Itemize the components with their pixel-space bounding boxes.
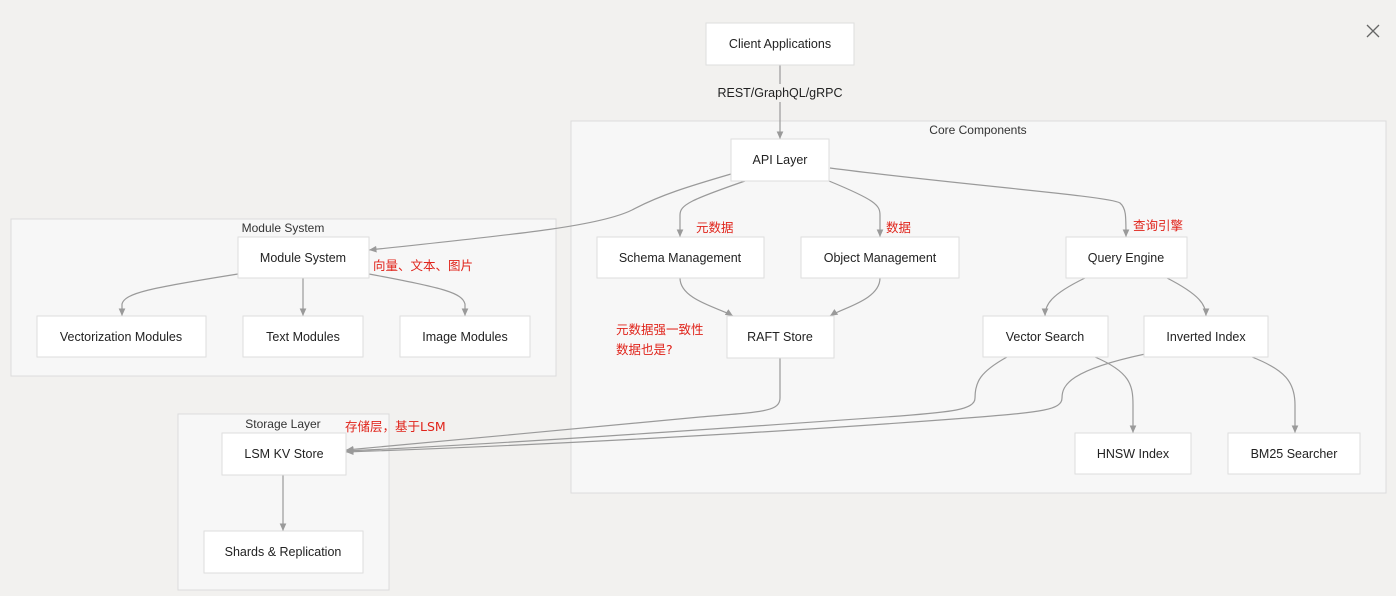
- node-module-system[interactable]: Module System: [237, 236, 370, 279]
- node-api-layer[interactable]: API Layer: [730, 138, 830, 182]
- svg-text:Module System: Module System: [260, 251, 346, 265]
- svg-text:Inverted Index: Inverted Index: [1166, 330, 1246, 344]
- annotation-data: 数据: [886, 220, 911, 235]
- node-query-engine[interactable]: Query Engine: [1065, 236, 1188, 279]
- node-client-applications[interactable]: Client Applications: [705, 22, 855, 66]
- node-image-modules[interactable]: Image Modules: [399, 315, 531, 358]
- edges: [118, 65, 1299, 531]
- svg-text:Client Applications: Client Applications: [729, 37, 831, 51]
- node-shards-replication[interactable]: Shards & Replication: [203, 530, 364, 574]
- close-icon[interactable]: [1364, 22, 1382, 40]
- svg-text:Vector Search: Vector Search: [1006, 330, 1085, 344]
- annotation-metadata: 元数据: [696, 220, 734, 235]
- svg-text:HNSW Index: HNSW Index: [1097, 447, 1170, 461]
- svg-text:Schema Management: Schema Management: [619, 251, 742, 265]
- edge-query-inverted: [1166, 277, 1210, 317]
- edge-api-query: [829, 167, 1130, 238]
- node-vectorization-modules[interactable]: Vectorization Modules: [36, 315, 207, 358]
- node-raft-store[interactable]: RAFT Store: [726, 315, 835, 359]
- edge-query-vector: [1041, 277, 1086, 317]
- svg-text:REST/GraphQL/gRPC: REST/GraphQL/gRPC: [717, 86, 842, 100]
- cluster-label-core: Core Components: [929, 123, 1026, 137]
- annotation-storage: 存储层，基于LSM: [345, 419, 446, 434]
- node-object-management[interactable]: Object Management: [800, 236, 960, 279]
- svg-text:RAFT Store: RAFT Store: [747, 330, 813, 344]
- annotation-query-engine: 查询引擎: [1133, 218, 1183, 233]
- edge-schema-raft: [679, 277, 734, 317]
- node-hnsw-index[interactable]: HNSW Index: [1074, 432, 1192, 475]
- edge-object-raft: [829, 277, 881, 317]
- cluster-label-module: Module System: [242, 221, 325, 235]
- edge-label-client-api: REST/GraphQL/gRPC: [717, 84, 843, 102]
- node-bm25-searcher[interactable]: BM25 Searcher: [1227, 432, 1361, 475]
- node-vector-search[interactable]: Vector Search: [982, 315, 1109, 358]
- edge-api-schema: [676, 180, 746, 237]
- node-text-modules[interactable]: Text Modules: [242, 315, 364, 358]
- annotation-consistency-line2: 数据也是?: [616, 342, 673, 357]
- cluster-core-components: Core Components: [570, 120, 1387, 494]
- node-inverted-index[interactable]: Inverted Index: [1143, 315, 1269, 358]
- annotation-consistency-line1: 元数据强一致性: [616, 322, 704, 337]
- edge-inverted-lsm: [345, 353, 1146, 456]
- edge-api-object: [828, 180, 884, 237]
- svg-text:Vectorization Modules: Vectorization Modules: [60, 330, 182, 344]
- edge-api-module: [368, 173, 732, 253]
- svg-text:Image Modules: Image Modules: [422, 330, 507, 344]
- node-lsm-kv-store[interactable]: LSM KV Store: [221, 432, 347, 476]
- svg-text:Query Engine: Query Engine: [1088, 251, 1164, 265]
- svg-text:Object Management: Object Management: [824, 251, 937, 265]
- edge-vector-hnsw: [1094, 356, 1137, 433]
- node-schema-management[interactable]: Schema Management: [596, 236, 765, 279]
- svg-text:Shards & Replication: Shards & Replication: [225, 545, 342, 559]
- svg-text:LSM KV Store: LSM KV Store: [244, 447, 323, 461]
- svg-text:BM25 Searcher: BM25 Searcher: [1251, 447, 1338, 461]
- svg-text:Text Modules: Text Modules: [266, 330, 340, 344]
- edge-module-image: [368, 273, 469, 316]
- edge-module-vectorization: [118, 273, 239, 316]
- annotation-module-types: 向量、文本、图片: [373, 258, 473, 273]
- edge-vector-lsm: [345, 356, 1008, 455]
- edge-inverted-bm25: [1251, 356, 1299, 433]
- svg-text:API Layer: API Layer: [753, 153, 808, 167]
- edge-raft-lsm: [345, 358, 781, 453]
- cluster-label-storage: Storage Layer: [245, 417, 320, 431]
